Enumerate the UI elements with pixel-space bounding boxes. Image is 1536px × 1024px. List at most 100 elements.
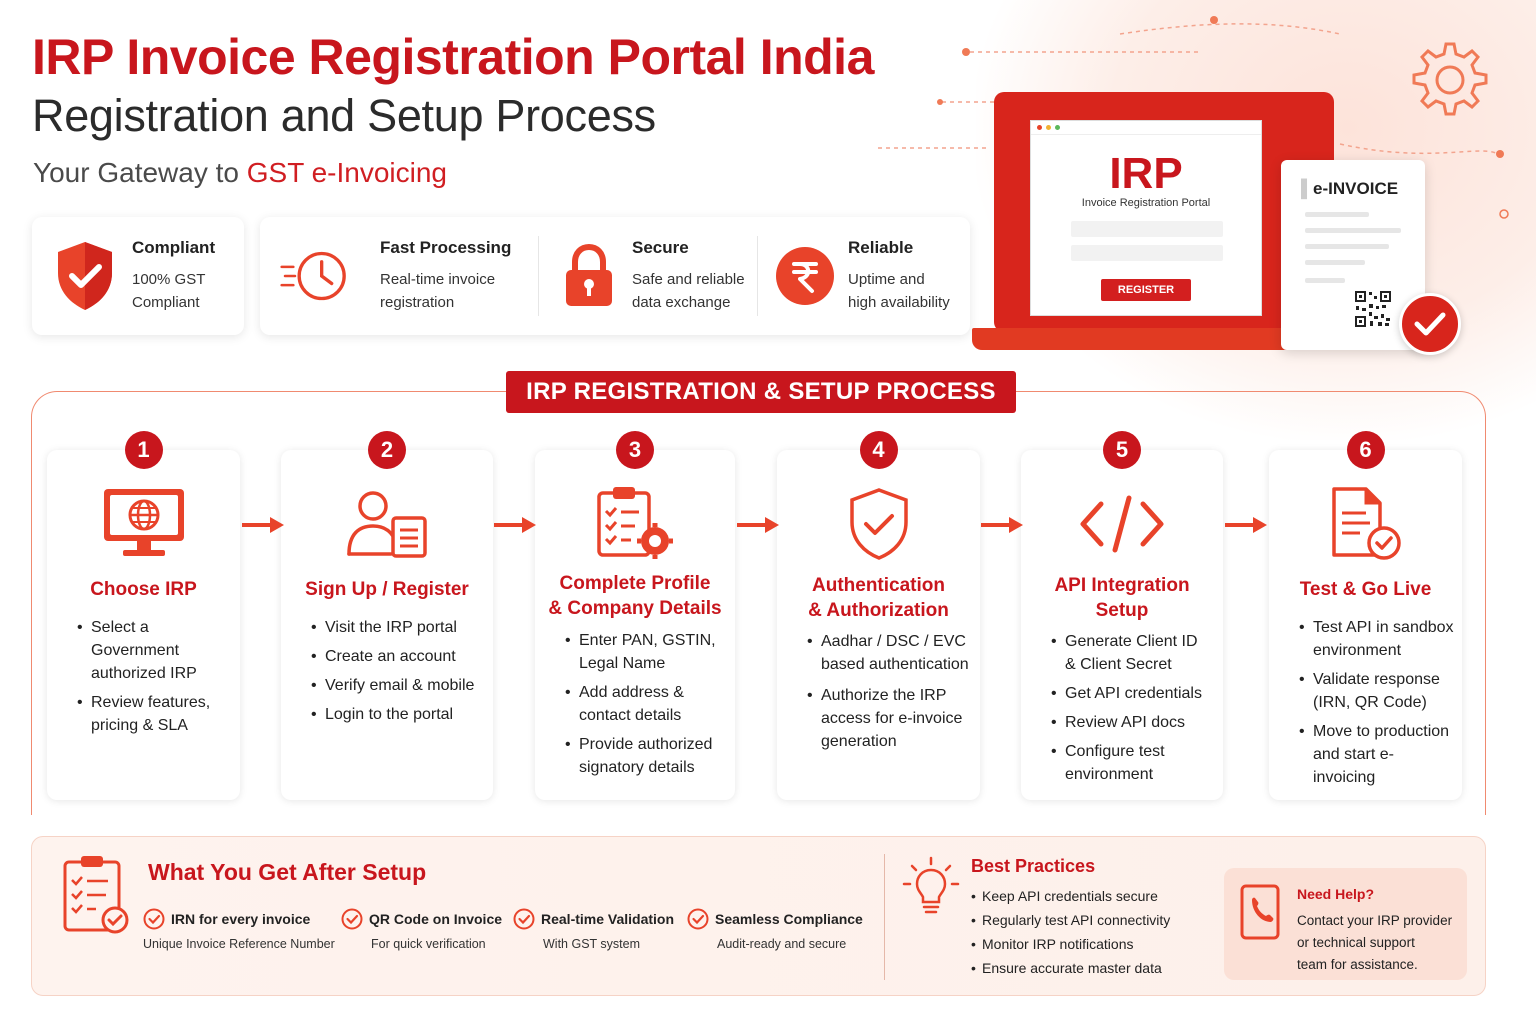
process-frame [31,391,1486,815]
checklist-icon [63,856,129,934]
arrow-right-icon [737,517,779,533]
padlock-icon [554,241,624,311]
step-title: Test & Go Live [1299,579,1432,600]
arrow-right-icon [494,517,536,533]
step-api-integration: 5 API Integration Setup Generate Client … [1021,431,1223,800]
check-circle-icon [687,908,709,930]
clipboard-gear-icon [535,482,735,566]
step-test-go-live: 6 Test & Go Live Test API in sandbox env… [1269,431,1462,800]
feature-title: Compliant [132,238,216,257]
divider [757,236,758,316]
step-title: Complete Profile & Company Details [548,573,722,619]
check-circle-icon [143,908,165,930]
monitor-globe-icon [47,482,240,566]
step-complete-profile: 3 Complete Profile & Company Details Ent… [535,431,735,800]
help-title: Need Help? [1297,886,1375,902]
rupee-icon [770,241,840,311]
e-invoice-title: ▌e-INVOICE [1301,179,1399,198]
step-number: 5 [1103,431,1141,469]
feature-title: Fast Processing [380,238,512,257]
best-practices-list: Keep API credentials secure Regularly te… [971,884,1170,980]
irp-logo: IRP [1109,149,1183,198]
feature-title: Reliable [848,238,914,257]
feature-compliant: Compliant 100% GST Compliant [50,217,215,335]
text-line [1305,244,1389,249]
divider [538,236,539,316]
fast-clock-icon [280,241,350,311]
window-titlebar [1031,121,1261,135]
step-bullet: Select a Government authorized IRP [77,616,232,685]
document-check-icon [1269,482,1462,566]
benefit-desc: Unique Invoice Reference Number [143,937,335,951]
page-title: IRP Invoice Registration Portal India [32,29,874,85]
step-bullet: Enter PAN, GSTIN, Legal Name [565,629,727,675]
step-bullet: Test API in sandbox environment [1299,616,1454,662]
phone-icon [1240,884,1280,940]
step-bullets: Visit the IRP portal Create an account V… [311,616,485,732]
feature-desc: Safe and reliable data exchange [632,271,745,311]
check-circle-icon [513,908,535,930]
step-number: 4 [859,431,898,469]
step-number: 3 [616,431,654,469]
step-bullet: Review API docs [1051,711,1215,734]
benefit-title: QR Code on Invoice [369,911,503,927]
arrow-right-icon [242,517,284,533]
step-bullets: Test API in sandbox environment Validate… [1299,616,1454,795]
step-title: Sign Up / Register [305,579,469,600]
step-title: Choose IRP [90,579,197,600]
step-bullet: Create an account [311,645,485,668]
benefit-desc: For quick verification [371,937,486,951]
e-invoice-label: e-INVOICE [1313,179,1399,198]
shield-check-outline-icon [777,482,980,566]
portal-window: IRP Invoice Registration Portal REGISTER [1030,120,1262,316]
laptop-base [972,328,1344,350]
step-bullet: Move to production and start e-invoicing [1299,720,1454,789]
benefit-title: Real-time Validation [541,911,675,927]
list-item: Ensure accurate master data [971,956,1170,980]
step-bullet: Add address & contact details [565,681,727,727]
check-badge-icon [1399,293,1461,355]
feature-desc: Uptime and high availability [848,271,950,311]
lightbulb-icon [902,856,960,914]
register-button[interactable]: REGISTER [1101,279,1191,301]
tagline-highlight: GST e-Invoicing [246,157,448,188]
feature-desc: 100% GST Compliant [132,271,206,311]
feature-title: Secure [632,238,689,257]
help-text: Contact your IRP provider or technical s… [1297,913,1453,972]
step-title: API Integration Setup [1054,575,1190,621]
step-bullet: Provide authorized signatory details [565,733,727,779]
text-line [1305,278,1345,283]
step-bullets: Generate Client ID & Client Secret Get A… [1051,630,1215,792]
check-circle-icon [341,908,363,930]
divider [884,854,885,980]
qr-code-icon [1354,290,1392,328]
best-practices-title: Best Practices [971,856,1096,876]
e-invoice-document: ▌e-INVOICE [1281,160,1425,350]
text-line [1305,260,1365,265]
step-bullet: Review features, pricing & SLA [77,691,232,737]
tagline: Your Gateway to GST e-Invoicing [33,157,447,189]
step-bullet: Aadhar / DSC / EVC based authentication [807,630,972,676]
portal-name: Invoice Registration Portal [1081,197,1211,209]
form-field [1071,221,1223,237]
list-item: Monitor IRP notifications [971,932,1170,956]
after-setup-title: What You Get After Setup [148,859,427,885]
step-number: 6 [1346,431,1385,469]
step-bullets: Enter PAN, GSTIN, Legal Name Add address… [565,629,727,785]
page-subtitle: Registration and Setup Process [32,90,656,141]
benefit-title: Seamless Compliance [715,911,863,927]
list-item: Keep API credentials secure [971,884,1170,908]
step-bullet: Login to the portal [311,703,485,726]
user-form-icon [281,482,493,566]
step-sign-up: 2 Sign Up / Register Visit the IRP porta… [281,431,493,800]
benefit-realtime-validation: Real-time Validation With GST system [513,908,674,951]
feature-desc: Real-time invoice registration [380,271,496,311]
benefit-irn: IRN for every invoice Unique Invoice Ref… [143,908,335,951]
step-title: Authentication & Authorization [808,575,949,621]
step-bullet: Authorize the IRP access for e-invoice g… [807,684,972,753]
list-item: Regularly test API connectivity [971,908,1170,932]
code-icon [1021,482,1223,566]
